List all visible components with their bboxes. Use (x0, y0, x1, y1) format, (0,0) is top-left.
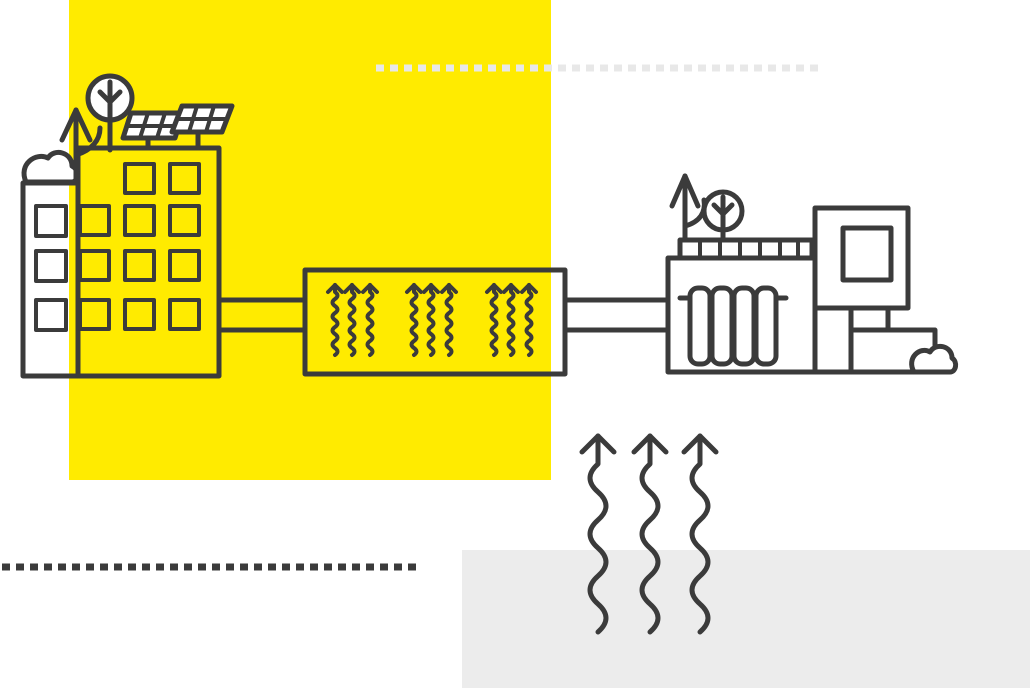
tree-icon (669, 173, 707, 243)
building-windows (78, 162, 201, 331)
heat-wave-arrow-icon (485, 283, 503, 357)
solar-panel-icon (120, 103, 235, 151)
geothermal-heat-arrow-icon (631, 433, 669, 635)
geothermal-heat-arrow-icon (579, 433, 617, 635)
heat-wave-arrow-icon (343, 283, 361, 357)
tree-icon (59, 107, 103, 185)
pipe-right (562, 297, 671, 333)
heat-wave-arrow-icon (422, 283, 440, 357)
geothermal-heat-arrows (579, 433, 719, 635)
heat-wave-arrow-icon (440, 283, 458, 357)
radiator-icon (677, 285, 789, 367)
tree-icon (701, 189, 745, 243)
house-icon (665, 205, 938, 375)
pipe-left (216, 297, 308, 333)
heat-wave-arrow-icon (405, 283, 423, 357)
yellow-accent-block (69, 0, 551, 480)
heat-storage-tank-icon (302, 267, 568, 377)
bush-icon (21, 149, 80, 185)
ground-block (462, 550, 1030, 688)
heat-wave-arrow-icon (520, 283, 538, 357)
heat-wave-arrow-icon (361, 283, 379, 357)
bush-icon (909, 343, 959, 375)
roof-railing (698, 238, 800, 260)
tree-icon (85, 73, 135, 153)
heat-wave-arrow-icon (502, 283, 520, 357)
heat-wave-arrow-icon (326, 283, 344, 357)
geothermal-heat-arrow-icon (681, 433, 719, 635)
